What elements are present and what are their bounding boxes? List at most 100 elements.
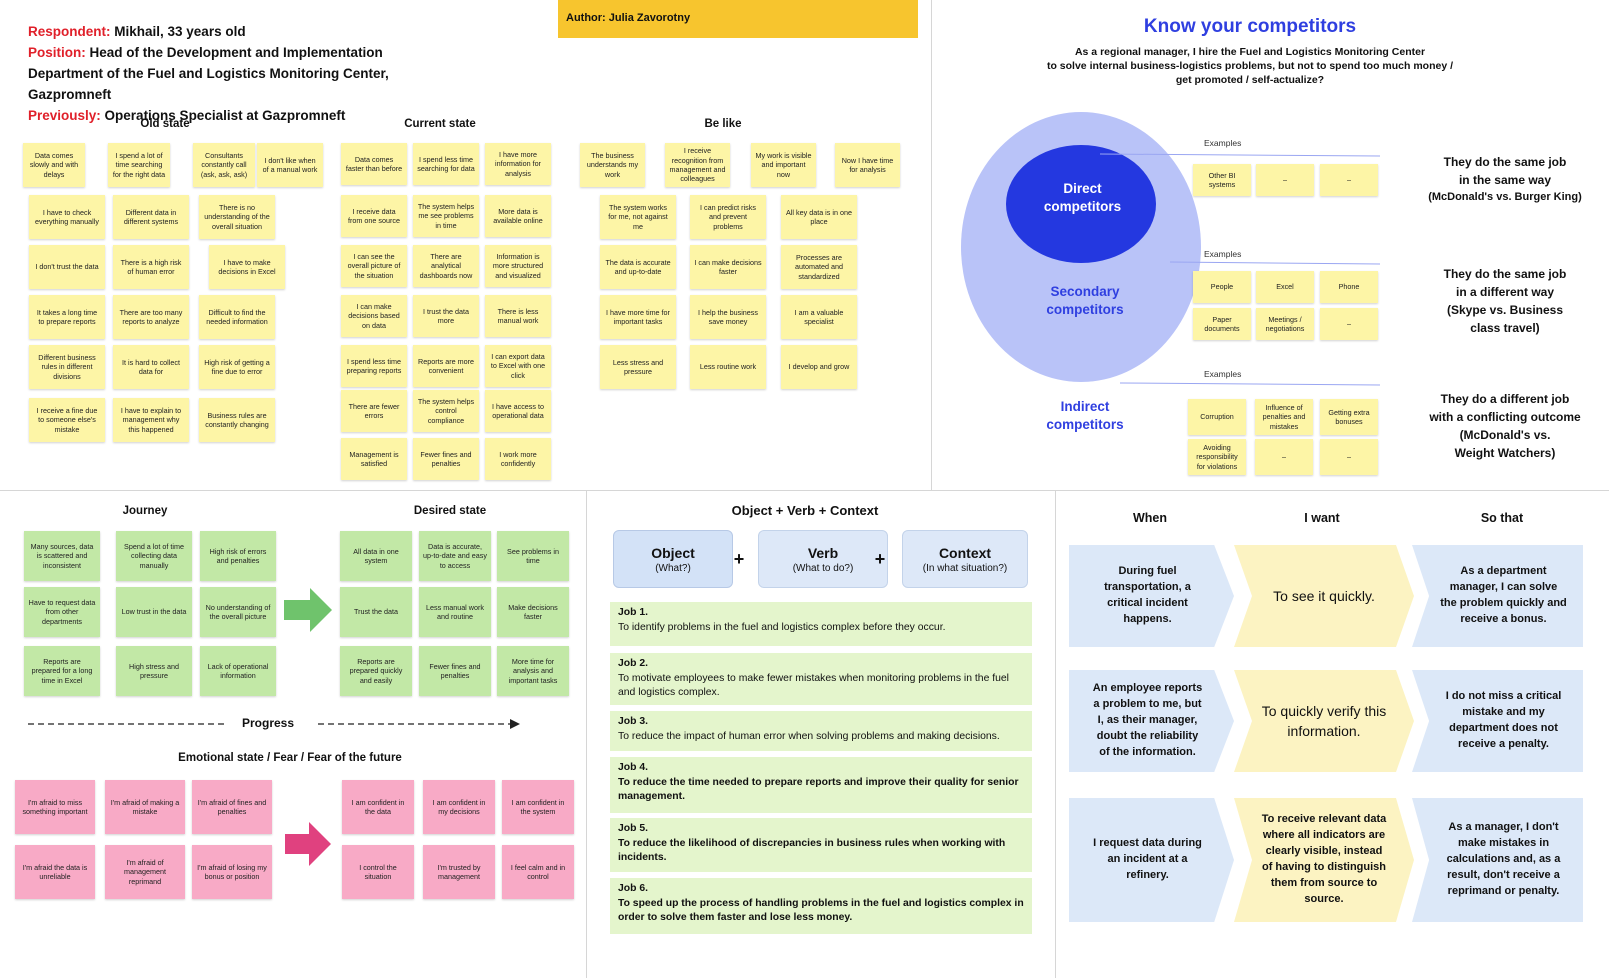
desired-note: Fewer fines and penalties [419, 646, 491, 696]
desired-note: Data is accurate, up-to-date and easy to… [419, 531, 491, 581]
current-state-note: Data comes faster than before [341, 143, 407, 185]
secondary-example-note: People [1193, 271, 1251, 303]
job-title: Job 2. [618, 658, 649, 669]
job-card: Job 4. To reduce the time needed to prepa… [610, 757, 1032, 813]
be-like-note: I am a valuable specialist [781, 295, 857, 339]
emotional-title: Emotional state / Fear / Fear of the fut… [178, 752, 402, 764]
job-description: To reduce the impact of human error when… [618, 730, 1000, 742]
subtitle-line-3: get promoted / self-actualize? [1175, 74, 1325, 87]
indirect-example-note: – [1320, 439, 1378, 475]
be-like-note: The system works for me, not against me [600, 195, 676, 239]
journey-note: High risk of errors and penalties [200, 531, 276, 581]
be-like-note: The business understands my work [580, 143, 645, 187]
secondary-description: They do the same job in a different way … [1410, 265, 1600, 337]
so-that-cell: I do not miss a critical mistake and my … [1412, 670, 1583, 772]
context-label: Context [938, 544, 992, 561]
job-title: Job 4. [618, 762, 649, 773]
old-state-note: I receive a fine due to someone else's m… [29, 398, 105, 442]
job-card: Job 5.To reduce the likelihood of discre… [610, 818, 1032, 872]
position-line-3: Gazpromneft [28, 86, 112, 102]
job-title: Job 1. [618, 607, 649, 618]
job-description: To identify problems in the fuel and log… [618, 621, 946, 633]
divider-middle [0, 490, 1609, 491]
job-description: To reduce the likelihood of discrepancie… [618, 837, 1006, 864]
position-line-2: Department of the Fuel and Logistics Mon… [28, 65, 389, 81]
old-state-note: Different data in different systems [113, 195, 189, 239]
job-card: Job 1. To identify problems in the fuel a… [610, 602, 1032, 646]
fear-note: I'm afraid of losing my bonus or positio… [192, 845, 272, 899]
indirect-description: They do a different job with a conflicti… [1410, 390, 1600, 462]
secondary-desc-line-2: in a different way [1455, 285, 1555, 299]
be-like-note: I can predict risks and prevent problems [690, 195, 766, 239]
when-header: When [1132, 511, 1168, 525]
desired-note: More time for analysis and important tas… [497, 646, 569, 696]
be-like-note: I can make decisions faster [690, 245, 766, 289]
journey-note: Many sources, data is scattered and inco… [24, 531, 100, 581]
competitors-subtitle: As a regional manager, I hire the Fuel a… [1010, 45, 1490, 88]
want-cell: To see it quickly. [1234, 545, 1414, 647]
be-like-note: My work is visible and important now [751, 143, 816, 187]
current-state-note: Fewer fines and penalties [413, 438, 479, 480]
be-like-note: The data is accurate and up-to-date [600, 245, 676, 289]
desired-note: Less manual work and routine [419, 587, 491, 637]
job-card: Job 2.To motivate employees to make fewe… [610, 653, 1032, 705]
direct-desc-line-2: in the same way [1458, 173, 1552, 187]
verb-question: (What to do?) [792, 562, 854, 574]
direct-label: Direct competitors [1043, 181, 1122, 215]
plus-sign-1: + [733, 549, 745, 569]
old-state-note: There is a high risk of human error [113, 245, 189, 289]
journey-note: Spend a lot of time collecting data manu… [116, 531, 192, 581]
indirect-desc-line-4: Weight Watchers) [1454, 446, 1556, 460]
verb-label: Verb [807, 544, 839, 561]
old-state-note: There is no understanding of the overall… [199, 195, 275, 239]
want-cell: To receive relevant data where all indic… [1234, 798, 1414, 922]
indirect-example-note: Corruption [1188, 399, 1246, 435]
direct-desc-line-3: (McDonald's vs. Burger King) [1428, 191, 1582, 203]
green-arrow-icon [284, 588, 332, 632]
indirect-example-note: Avoiding responsibility for violations [1188, 439, 1246, 475]
indirect-example-note: Influence of penalties and mistakes [1255, 399, 1313, 435]
current-state-title: Current state [404, 118, 476, 130]
subtitle-line-1: As a regional manager, I hire the Fuel a… [1074, 46, 1426, 58]
respondent-label: Respondent: [28, 24, 111, 39]
divider-bottom-right [1055, 490, 1056, 978]
current-state-note: The system helps me see problems in time [413, 195, 479, 237]
verb-box: Verb (What to do?) [758, 530, 888, 588]
secondary-desc-line-3: (Skype vs. Business [1446, 303, 1564, 317]
confident-note: I am confident in the system [502, 780, 574, 834]
confident-note: I feel calm and in control [502, 845, 574, 899]
fear-note: I'm afraid of making a mistake [105, 780, 185, 834]
position-value: Head of the Development and Implementati… [89, 44, 383, 60]
fear-note: I'm afraid the data is unreliable [15, 845, 95, 899]
author-text: Author: Julia Zavorotny [566, 12, 691, 24]
secondary-desc-line-4: class travel) [1470, 321, 1540, 335]
want-cell: To quickly verify this information. [1234, 670, 1414, 772]
journey-note: High stress and pressure [116, 646, 192, 696]
secondary-connector [1169, 261, 1381, 265]
old-state-note: I have to make decisions in Excel [209, 245, 285, 289]
journey-note: Have to request data from other departme… [24, 587, 100, 637]
subtitle-line-2: to solve internal business-logistics pro… [1046, 60, 1454, 73]
secondary-desc-line-1: They do the same job [1443, 267, 1567, 281]
current-state-note: There are analytical dashboards now [413, 245, 479, 287]
current-state-note: There is less manual work [485, 295, 551, 337]
connector-lines [1100, 153, 1381, 386]
direct-connector [1100, 153, 1381, 157]
job-description: To reduce the time needed to prepare rep… [618, 776, 1019, 803]
indirect-desc-line-3: (McDonald's vs. [1459, 428, 1551, 442]
current-state-note: There are fewer errors [341, 390, 407, 432]
old-state-note: Consultants constantly call (ask, ask, a… [193, 143, 255, 187]
when-cell: I request data during an incident at a r… [1069, 798, 1234, 922]
be-like-note: Now I have time for analysis [835, 143, 900, 187]
context-box: Context (In what situation?) [902, 530, 1028, 588]
be-like-note: I develop and grow [781, 345, 857, 389]
old-state-note: Data comes slowly and with delays [23, 143, 85, 187]
previously-label: Previously: [28, 107, 101, 123]
current-state-note: I have more information for analysis [485, 143, 551, 185]
divider-top [931, 0, 932, 490]
direct-desc-line-1: They do the same job [1443, 155, 1567, 169]
fear-note: I'm afraid to miss something important [15, 780, 95, 834]
object-label: Object [651, 544, 695, 561]
current-state-note: Information is more structured and visua… [485, 245, 551, 287]
indirect-desc-line-1: They do a different job [1440, 392, 1570, 406]
